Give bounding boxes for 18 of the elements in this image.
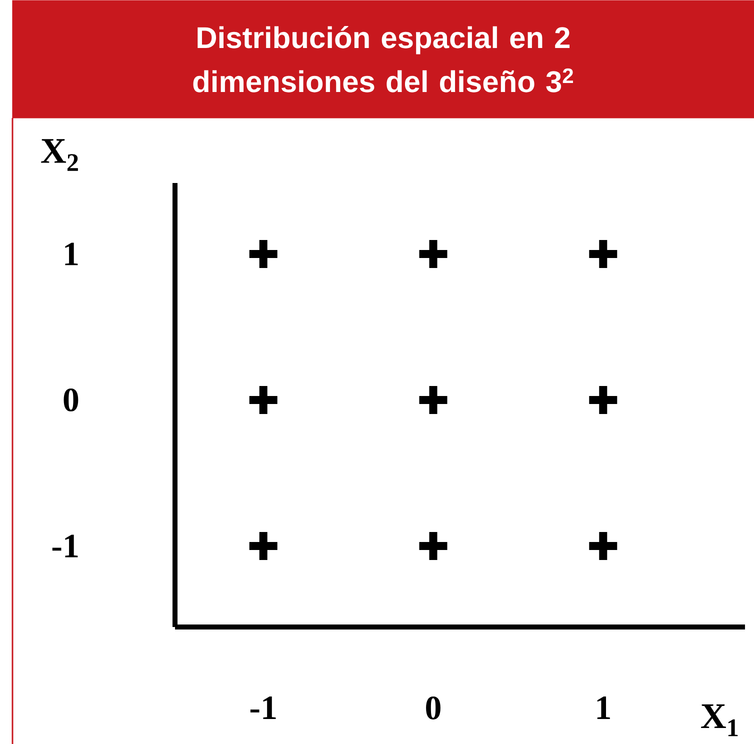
title-banner: Distribución espacial en 2 dimensiones del diseño 3$^{2}$ [12, 0, 754, 118]
point [589, 386, 618, 414]
point [249, 386, 278, 414]
x-tick-label: 1 [597, 696, 610, 719]
point [419, 240, 448, 268]
point [419, 386, 448, 414]
y-tick-label: -1 [52, 534, 78, 558]
y-tick-label: 1 [65, 242, 78, 266]
x-tick-label: -1 [250, 696, 276, 719]
point [249, 240, 278, 268]
x-axis-title: X$_{1}$ [701, 704, 738, 736]
y-tick-label: 0 [64, 388, 78, 412]
x-tick-label: 0 [426, 696, 440, 720]
point [419, 532, 448, 560]
point [249, 532, 278, 560]
y-axis-title: X$_{2}$ [41, 139, 78, 171]
point [589, 240, 618, 268]
point [589, 532, 618, 560]
